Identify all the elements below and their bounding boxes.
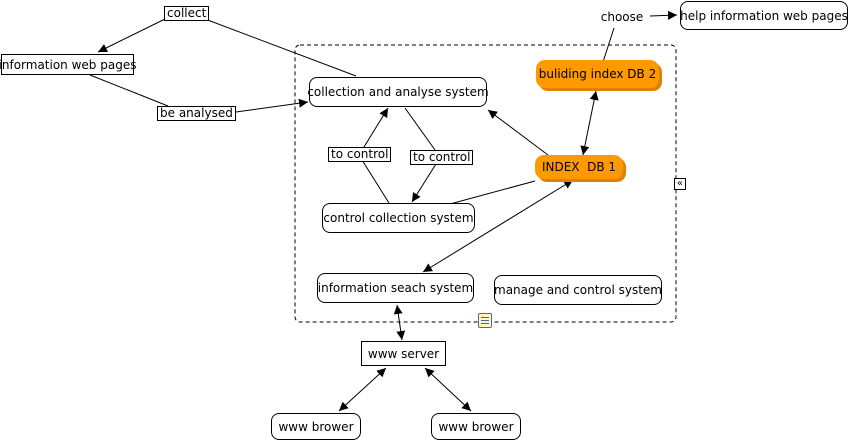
edge-label-be-analysed: be analysed xyxy=(157,106,236,121)
collapse-icon[interactable]: « xyxy=(674,178,686,190)
node-www-browser-right[interactable]: www brower xyxy=(431,413,521,440)
edge-server-browser1 xyxy=(338,367,387,412)
edge-collect-to-system xyxy=(204,18,357,77)
edge-label-to-control-right: to control xyxy=(410,150,474,165)
edge-label-collect: collect xyxy=(164,6,210,21)
edge-analysed-to-system xyxy=(235,98,309,113)
note-icon[interactable] xyxy=(478,313,492,328)
edge-label-to-control-left: to control xyxy=(328,147,392,162)
edge-index-to-collection xyxy=(487,109,549,156)
edge-server-browser2 xyxy=(424,367,472,412)
edge-search-server xyxy=(393,304,406,341)
edge-system-to-label xyxy=(404,107,436,151)
node-index-db-1[interactable]: INDEX DB 1 xyxy=(535,155,623,179)
node-information-web-pages[interactable]: information web pages xyxy=(0,54,136,75)
node-information-search-system[interactable]: information seach system xyxy=(317,273,474,303)
node-www-browser-left[interactable]: www brower xyxy=(271,413,361,440)
edge-to-control-down xyxy=(411,163,437,203)
node-help-information-web-pages[interactable]: help information web pages xyxy=(680,1,848,30)
edge-index-db2 xyxy=(580,90,599,156)
edge-index-search xyxy=(422,179,574,273)
node-choose[interactable]: choose xyxy=(600,10,644,24)
node-manage-and-control-system[interactable]: manage and control system xyxy=(494,275,662,305)
edge-collect-to-web-pages xyxy=(97,18,166,53)
edge-choose-help xyxy=(649,10,678,20)
node-control-collection-system[interactable]: control collection system xyxy=(322,203,475,233)
edge-web-pages-to-label xyxy=(89,74,169,107)
edge-control-to-label xyxy=(361,159,390,204)
node-www-server[interactable]: www server xyxy=(361,341,446,366)
edge-db2-choose xyxy=(602,27,615,63)
node-building-index-db-2[interactable]: buliding index DB 2 xyxy=(536,60,659,88)
edge-to-control-up xyxy=(363,107,389,148)
edge-index-to-control xyxy=(449,180,536,205)
node-collection-and-analyse-system[interactable]: collection and analyse system xyxy=(307,77,489,107)
